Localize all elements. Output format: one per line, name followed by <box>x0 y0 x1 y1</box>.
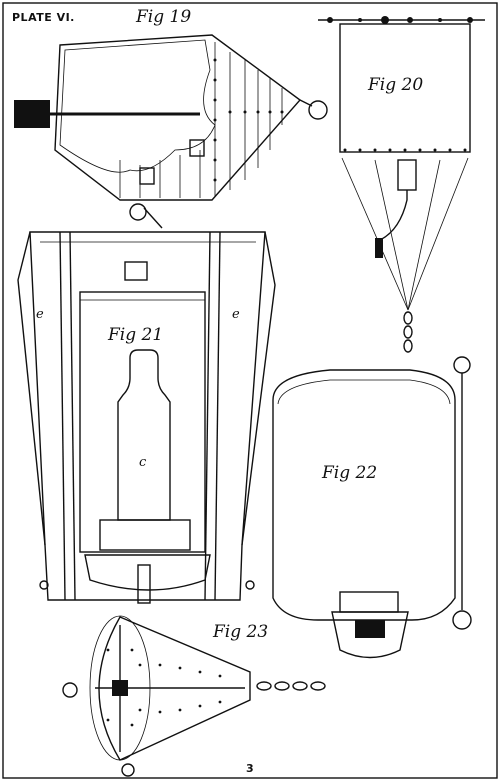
fig22-label: Fig 22 <box>321 463 377 483</box>
figure-20-buoy-with-chains: Fig 20 <box>318 16 485 353</box>
plate-title: PLATE VI. <box>12 11 75 24</box>
figure-21-cage-with-bottle: e e Fig 21 c <box>17 203 276 604</box>
fig21-label: Fig 21 <box>107 325 163 345</box>
page-number: 3 <box>246 762 254 775</box>
figure-22-cylinder-vessel: Fig 22 <box>272 356 472 659</box>
fig23-label: Fig 23 <box>212 622 268 642</box>
figure-19-buoy-section: Fig 19 <box>14 7 328 201</box>
fig20-label: Fig 20 <box>367 75 423 95</box>
fig21-letter-e-right: e <box>232 307 240 322</box>
fig21-letter-c: c <box>139 455 147 470</box>
fig21-letter-e-left: e <box>36 307 44 322</box>
figure-23-conical-buoy: Fig 23 <box>62 615 326 777</box>
fig19-label: Fig 19 <box>135 7 191 27</box>
